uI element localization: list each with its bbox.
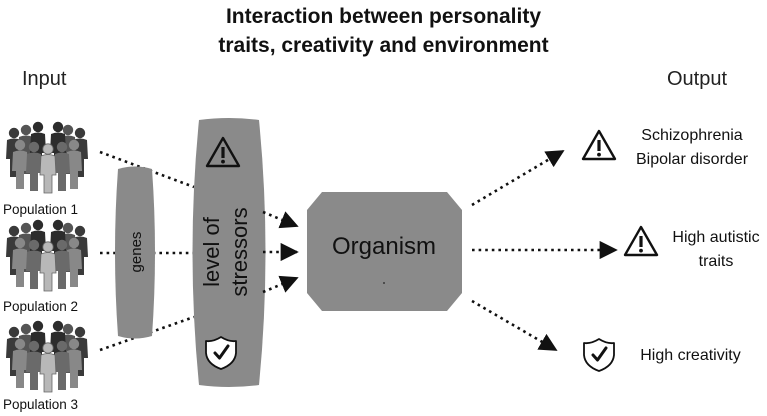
output-schizophrenia-line2: Bipolar disorder	[635, 151, 749, 168]
population-label-2: Population 2	[3, 299, 79, 314]
output-autistic-line1: High autistic	[672, 229, 760, 246]
people-group-icon	[6, 321, 88, 392]
warning-triangle-icon	[581, 129, 617, 161]
arrow-stress-to-organism-3	[262, 275, 299, 294]
population-label-1: Population 1	[3, 202, 79, 217]
output-autistic: High autistic traits	[662, 226, 767, 274]
output-autistic-line2: traits	[698, 253, 734, 270]
population-label-3: Population 3	[3, 397, 79, 412]
people-group-icon	[6, 220, 88, 291]
output-creativity: High creativity	[640, 347, 741, 364]
arrow-to-creativity	[471, 299, 558, 352]
arrow-stress-to-organism-1	[262, 210, 299, 229]
genes-label: genes	[128, 232, 145, 273]
diagram-title-line2: traits, creativity and environment	[218, 34, 549, 57]
organism-dot	[383, 282, 385, 284]
input-heading: Input	[22, 68, 67, 90]
arrow-to-schizophrenia	[471, 149, 565, 207]
stressors-label-line2: stressors	[227, 207, 252, 296]
stressors-label-line1: level of	[199, 216, 224, 287]
shield-check-icon	[582, 337, 616, 373]
output-schizophrenia: Schizophrenia Bipolar disorder	[632, 124, 752, 172]
diagram-title-line1: Interaction between personality	[225, 5, 542, 28]
output-schizophrenia-line1: Schizophrenia	[641, 127, 743, 144]
organism-label: Organism	[332, 233, 436, 260]
organism-shape	[307, 192, 462, 311]
people-group-icon	[6, 122, 88, 193]
output-heading: Output	[667, 68, 728, 90]
stressors-shape	[192, 118, 266, 387]
warning-triangle-icon	[623, 225, 659, 257]
genes-shape	[115, 166, 155, 339]
